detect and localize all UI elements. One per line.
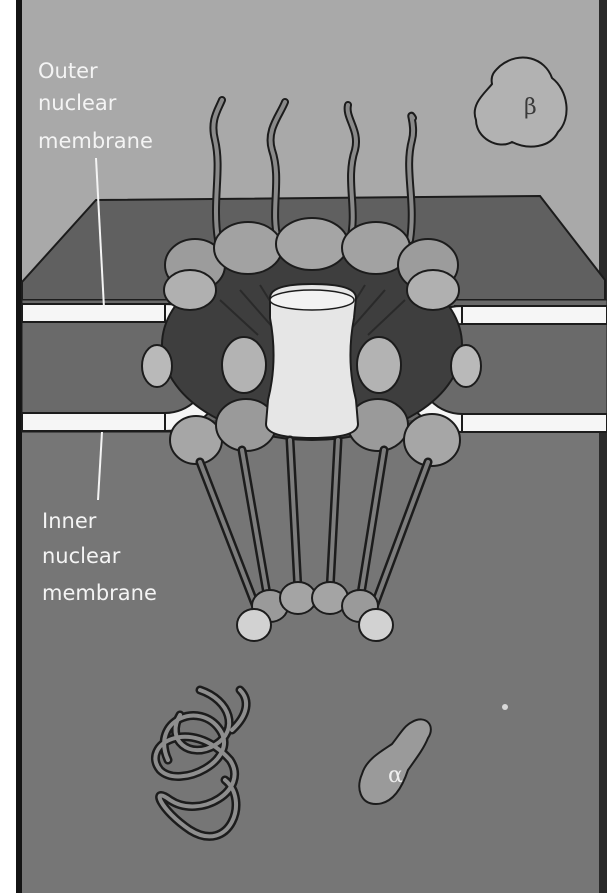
inner-label-line3: membrane (42, 581, 157, 605)
inner-membrane-left (22, 413, 172, 431)
nucleoplasm-region (20, 400, 607, 893)
inner-label-line2: nuclear (42, 544, 121, 568)
beta-label: β (524, 95, 537, 120)
inner-membrane-right (455, 414, 607, 432)
cyto-ring-subunit (276, 218, 348, 270)
speck (502, 704, 508, 710)
right-frame-edge (599, 0, 607, 893)
outer-label-line2: nuclear (38, 91, 117, 115)
alpha-label: α (388, 763, 403, 788)
outer-label-line1: Outer (38, 59, 98, 83)
lumenal-subunit-left (142, 345, 172, 387)
central-plug-top (270, 290, 354, 310)
spoke-subunit-left (222, 337, 266, 393)
cyto-ring-subunit (214, 222, 282, 274)
left-frame-edge (16, 0, 22, 893)
outer-membrane-left (22, 304, 172, 322)
outer-membrane-right (455, 306, 607, 324)
nuclear-ring-subunit (170, 416, 222, 464)
nuclear-ring-subunit (404, 414, 460, 466)
outer-label-line3: membrane (38, 129, 153, 153)
inner-label-line1: Inner (42, 509, 97, 533)
cyto-ring-subunit (407, 270, 459, 310)
lumenal-subunit-right (451, 345, 481, 387)
spoke-subunit-right (357, 337, 401, 393)
cyto-ring-subunit (164, 270, 216, 310)
